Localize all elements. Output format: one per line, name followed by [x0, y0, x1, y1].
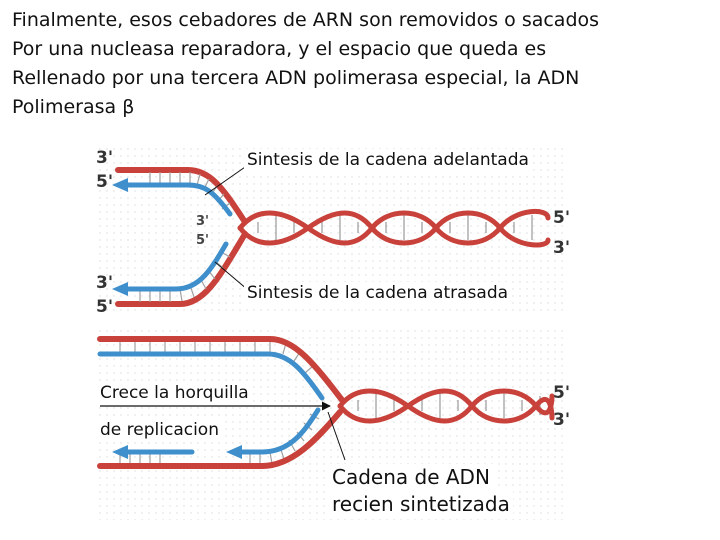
parental-upper-strand: [115, 167, 248, 225]
end-label-helix-bottom-5prime: 5': [553, 383, 571, 403]
end-label-helix-bottom-3prime: 3': [553, 410, 571, 430]
intro-line-3: Rellenado por una tercera ADN polimerasa…: [12, 67, 580, 89]
label-leading-strand: Sintesis de la cadena adelantada: [244, 149, 532, 171]
bottom-upper-strands: [97, 336, 345, 403]
end-label-helix-top-5prime: 5': [553, 208, 571, 228]
helix-top-strand-a: [237, 208, 551, 246]
parental-lower-strand: [115, 231, 248, 307]
end-label-helix-top-3prime: 3': [553, 238, 571, 258]
helix-top: [237, 208, 551, 248]
intro-line-1: Finalmente, esos cebadores de ARN son re…: [12, 9, 600, 31]
end-label-top-5prime: 5': [96, 172, 114, 192]
intro-line-4: Polimerasa β: [12, 96, 135, 118]
label-new-dna-line2: recien sintetizada: [329, 491, 513, 518]
pointer-lagging: [214, 261, 249, 291]
pointer-new-dna: [327, 411, 346, 461]
helix-bottom-strand-b: [337, 388, 555, 424]
end-label-lower-3prime: 3': [96, 273, 114, 293]
leading-new-strand: [112, 172, 233, 217]
helix-top-strand-b: [237, 210, 551, 248]
label-lagging-strand: Sintesis de la cadena atrasada: [244, 282, 512, 304]
end-label-lower-5prime: 5': [96, 297, 114, 317]
label-fork-growth-line2: de replicacion: [97, 419, 222, 441]
end-label-top-3prime: 3': [96, 148, 114, 168]
lagging-new-strand: [112, 241, 231, 302]
pointer-leading: [204, 164, 249, 196]
helix-bottom: [337, 388, 555, 424]
intro-text: Finalmente, esos cebadores de ARN son re…: [12, 6, 712, 122]
intro-line-2: Por una nucleasa reparadora, y el espaci…: [12, 38, 547, 60]
end-label-fork-3prime: 3': [196, 214, 210, 229]
end-label-fork-5prime: 5': [196, 233, 210, 248]
label-fork-growth-line1: Crece la horquilla: [97, 382, 252, 404]
label-new-dna-line1: Cadena de ADN: [329, 464, 493, 491]
